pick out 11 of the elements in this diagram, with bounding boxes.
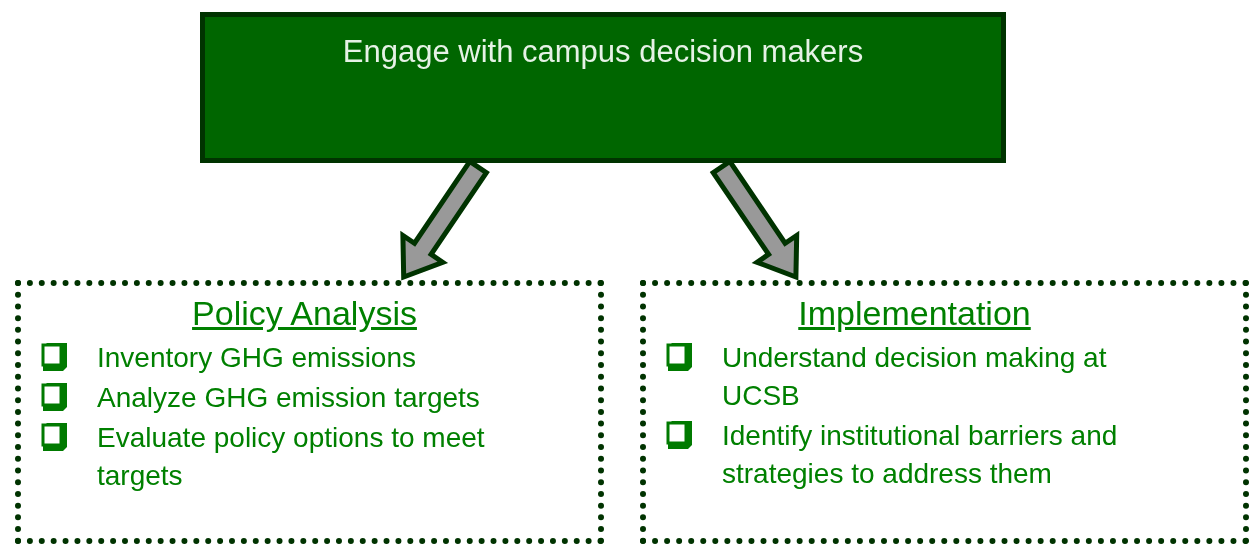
- dotted-panel: [15, 280, 604, 544]
- checklist-item: Understand decision making at UCSB: [722, 340, 1108, 413]
- dotted-panel: [640, 280, 1249, 544]
- box-title: Engage with campus decision makers: [342, 33, 864, 71]
- process-box: [200, 12, 1006, 163]
- panel-heading: Policy Analysis: [192, 293, 417, 334]
- checklist-item: Analyze GHG emission targets: [97, 380, 480, 415]
- checklist-item: Evaluate policy options to meet targets: [97, 420, 486, 493]
- panel-heading: Implementation: [798, 293, 1031, 334]
- checklist-item: Identify institutional barriers and strategies to address them: [722, 418, 1119, 491]
- checklist-item: Inventory GHG emissions: [97, 340, 416, 375]
